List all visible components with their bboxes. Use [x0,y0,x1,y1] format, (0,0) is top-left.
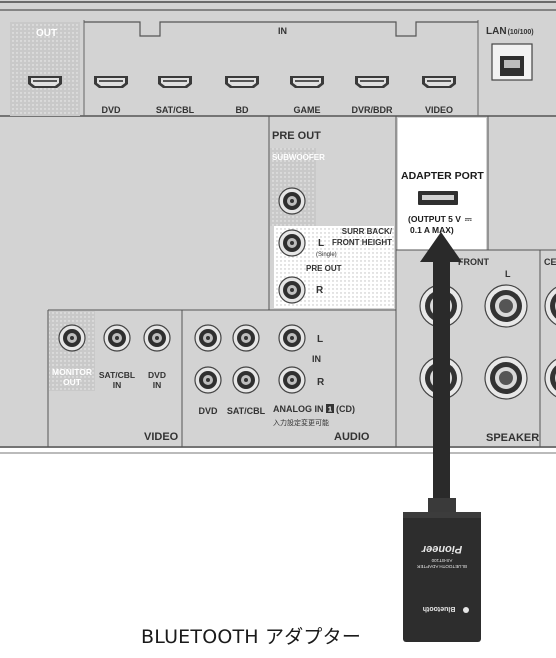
analog-in-text: ANALOG IN [273,404,324,414]
analog-in-number: 1 [328,405,332,414]
audio-l-label: L [317,334,323,345]
subwoofer-label: SUBWOOFER [272,153,325,162]
surr-back-label-2: FRONT HEIGHT [332,238,392,247]
lan-sub-label: (10/100) [508,29,534,36]
adapter-spec-line-1: (OUTPUT 5 V ⎓ [408,214,473,224]
analog-in-jp-note: 入力設定変更可能 [273,418,329,427]
video-satcbl-in-jack [103,324,131,352]
hdmi-section: OUT IN DVD SAT/CBL BD GAME DVR/BDR VIDEO [10,20,479,116]
connection-arrow [420,232,462,502]
pre-out-ch-l: L [318,238,324,249]
audio-dvd-l-jack [194,324,222,352]
speaker-center-label: CE [544,257,556,267]
speaker-front-label: FRONT [458,257,489,267]
surr-back-r-jack [278,276,306,304]
analog-in-number-box [326,404,334,413]
satcbl-in-label-2: IN [113,380,122,390]
pre-out-label: PRE OUT [272,130,321,142]
subwoofer-jack [278,187,306,215]
monitor-out-label-2: OUT [63,377,82,387]
lan-section: LAN(10/100) [486,26,534,81]
hdmi-label-bd: BD [236,105,249,115]
dvd-in-label-1: DVD [148,370,166,380]
speaker-label: SPEAKER [486,432,539,444]
hdmi-label-video: VIDEO [425,105,453,115]
pre-out-ch-r: R [316,285,324,296]
hdmi-in-port-dvd [94,76,128,88]
hdmi-in-port-game [290,76,324,88]
dvd-in-label-2: IN [153,380,162,390]
hdmi-in-port-bd [225,76,259,88]
pre-out-single: (Single) [316,252,337,258]
hdmi-in-label: IN [278,26,287,36]
audio-label: AUDIO [334,431,370,443]
svg-text:LAN(10/100): LAN(10/100) [486,26,534,37]
adapter-port-label: ADAPTER PORT [401,170,484,182]
adapter-spec-text-1: (OUTPUT 5 V [408,214,461,224]
svg-text:ANALOG IN: ANALOG IN [273,404,324,414]
satcbl-in-label-1: SAT/CBL [99,370,135,380]
bluetooth-label: Bluetooth [423,605,456,612]
caption: BLUETOOTH アダプター [141,626,362,648]
hdmi-label-satcbl: SAT/CBL [156,105,195,115]
adapter-port-section: ADAPTER PORT (OUTPUT 5 V ⎓ 0.1 A MAX) [398,118,486,250]
surr-back-l-jack [278,229,306,257]
analog-in-cd: (CD) [336,404,355,414]
audio-r-label: R [317,377,325,388]
audio-cd-l-jack [278,324,306,352]
hdmi-out-port [28,76,62,88]
hdmi-label-game: GAME [294,105,321,115]
video-audio-section: MONITOR OUT SAT/CBL IN DVD IN VIDEO L IN… [47,309,396,447]
hdmi-label-dvrbdr: DVR/BDR [351,105,393,115]
analog-in-label: ANALOG IN 1 (CD) [273,404,355,414]
adapter-port-connector [418,191,458,205]
pioneer-logo: Pioneer [421,543,462,555]
speaker-terminal-front-l-minus [484,284,528,328]
lan-port [491,43,533,81]
hdmi-out-area [10,22,80,116]
surr-back-label-1: SURR BACK/ [342,227,393,236]
audio-dvd-label: DVD [198,406,218,416]
audio-in-label: IN [312,354,321,364]
bluetooth-icon [463,607,469,613]
hdmi-in-port-satcbl [158,76,192,88]
audio-satcbl-r-jack [232,366,260,394]
audio-dvd-r-jack [194,366,222,394]
monitor-out-label-1: MONITOR [52,367,92,377]
hdmi-label-dvd: DVD [101,105,121,115]
adapter-model-name: BLUETOOTH ADAPTER [416,564,466,569]
audio-satcbl-label: SAT/CBL [227,406,266,416]
pre-out-small-label: PRE OUT [306,264,342,273]
video-label: VIDEO [144,431,179,443]
adapter-model-number: AS-BT100 [431,558,452,563]
audio-cd-r-jack [278,366,306,394]
adapter-spec-line-2: 0.1 A MAX) [410,225,454,235]
lan-label: LAN [486,26,507,37]
speaker-front-l-label: L [505,269,511,279]
video-dvd-in-jack [143,324,171,352]
hdmi-in-port-dvrbdr [355,76,389,88]
speaker-section: FRONT L CE SPEAKER [396,249,556,447]
pre-out-section: PRE OUT SUBWOOFER SURR BACK/ FRONT HEIGH… [268,116,489,447]
hdmi-in-port-video [422,76,456,88]
monitor-out-jack [58,324,86,352]
hdmi-out-label: OUT [36,28,57,39]
audio-satcbl-l-jack [232,324,260,352]
dc-symbol: ⎓ [465,214,473,224]
bluetooth-adapter: BLUETOOTH ADAPTER AS-BT100 Pioneer Bluet… [403,498,481,642]
speaker-terminal-front-r-minus [484,356,528,400]
